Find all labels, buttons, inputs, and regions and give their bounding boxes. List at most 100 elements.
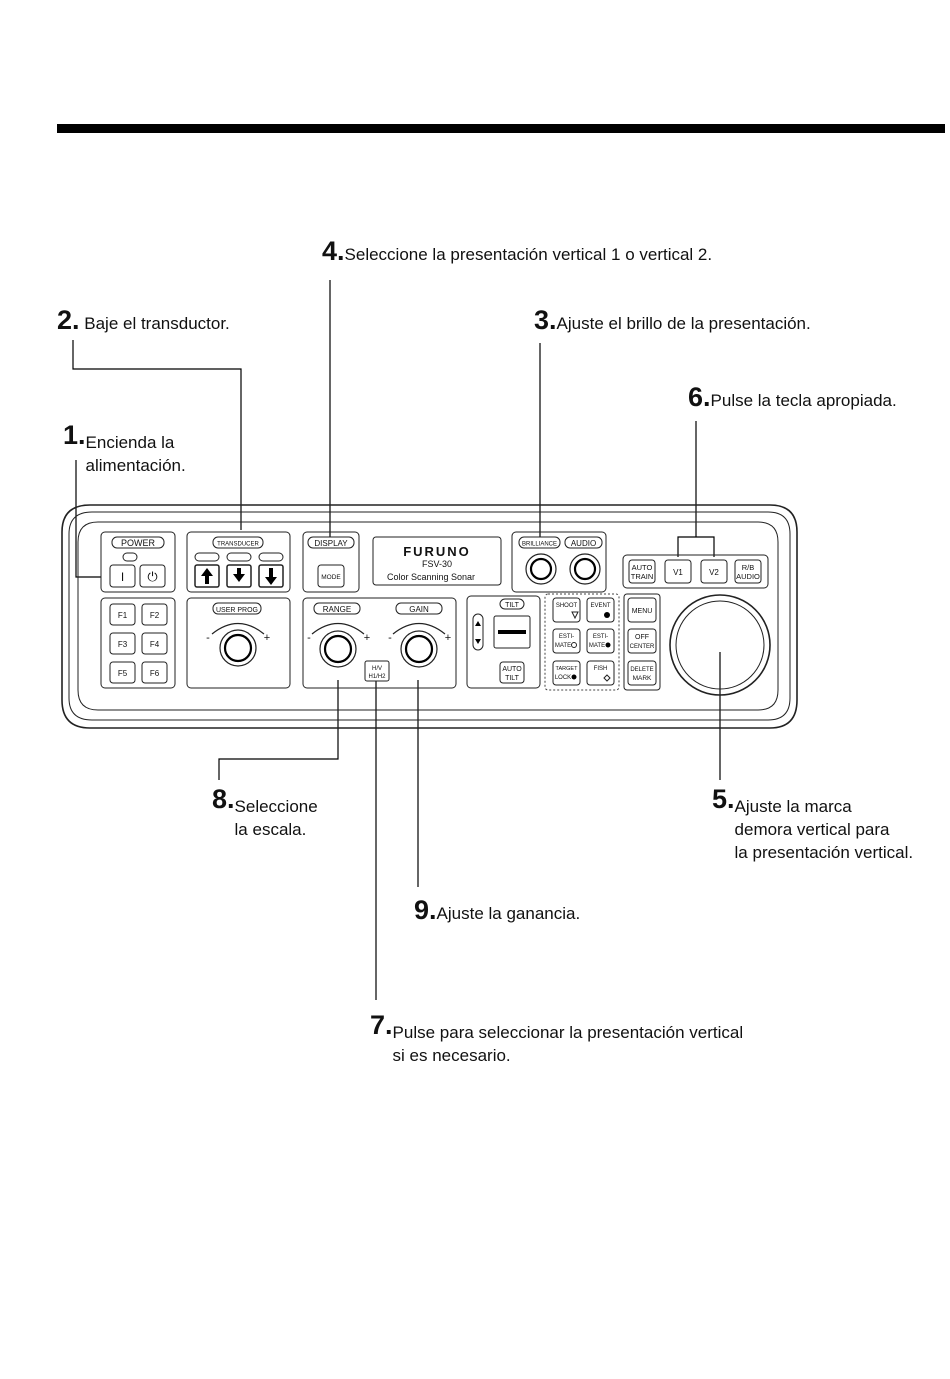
transducer-indicator-up xyxy=(194,552,220,562)
target-lock-button[interactable]: TARGET LOCK xyxy=(552,660,581,686)
v2-button[interactable]: V2 xyxy=(700,559,728,584)
tilt-label: TILT xyxy=(505,602,520,609)
target-label: TARGET xyxy=(556,666,579,672)
callout-number: 4. xyxy=(322,236,345,266)
hv-button[interactable]: H/V H1/H2 xyxy=(364,660,390,682)
callout-number: 9. xyxy=(414,895,437,925)
shoot-label: SHOOT xyxy=(556,603,578,609)
v1-button[interactable]: V1 xyxy=(664,559,692,584)
estimate-2-button[interactable]: ESTI- MATE xyxy=(586,628,615,654)
minus-sign: - xyxy=(307,632,311,644)
event-button[interactable]: EVENT xyxy=(586,597,615,623)
tilt-group: TILT AUTO TILT xyxy=(466,595,541,689)
callout-number: 6. xyxy=(688,382,711,412)
callout-2: 2. Baje el transductor. xyxy=(57,307,230,335)
f1-button[interactable]: F1 xyxy=(109,603,136,626)
dot-icon xyxy=(605,642,611,648)
user-prog-knob[interactable] xyxy=(219,629,257,667)
gain-knob[interactable] xyxy=(400,630,438,668)
f2-label: F2 xyxy=(150,611,160,620)
mode-button[interactable]: MODE xyxy=(317,564,345,588)
power-label: POWER xyxy=(121,538,156,548)
header-rule xyxy=(57,124,945,133)
callout-number: 2. xyxy=(57,305,80,335)
esti-label: ESTI- xyxy=(593,634,608,640)
display-label: DISPLAY xyxy=(314,539,348,548)
center-label: CENTER xyxy=(630,644,655,650)
auto-tilt-button[interactable]: AUTO TILT xyxy=(499,661,525,684)
fish-keys-group: SHOOT EVENT ESTI- MATE ESTI- MATE TARGET… xyxy=(544,593,620,691)
rb-audio-button[interactable]: R/B AUDIO xyxy=(734,559,762,584)
range-knob[interactable] xyxy=(319,630,357,668)
leader-line-6 xyxy=(677,421,715,557)
callout-number: 7. xyxy=(370,1010,393,1040)
callout-text: Ajuste la marca demora vertical para la … xyxy=(734,797,914,862)
callout-6: 6.Pulse la tecla apropiada. xyxy=(688,384,897,412)
menu-keys-group: MENU OFF CENTER DELETE MARK xyxy=(623,593,661,691)
transducer-stop-button[interactable] xyxy=(226,564,252,588)
transducer-group: TRANSDUCER xyxy=(186,531,291,593)
user-prog-scale-arc xyxy=(211,622,265,635)
power-standby-button[interactable]: ⏻ xyxy=(139,564,166,588)
transducer-down-button[interactable] xyxy=(258,564,284,588)
mark-label: MARK xyxy=(633,675,652,682)
f2-button[interactable]: F2 xyxy=(141,603,168,626)
display-group: DISPLAY MODE xyxy=(302,531,360,593)
f3-button[interactable]: F3 xyxy=(109,632,136,655)
leader-line-8 xyxy=(218,680,339,780)
plus-sign: + xyxy=(364,632,370,644)
delete-mark-button[interactable]: DELETE MARK xyxy=(627,660,657,686)
minus-sign: - xyxy=(206,632,210,644)
callout-7: 7.Pulse para seleccionar la presentación… xyxy=(370,1012,743,1067)
auto-tilt-label-2: TILT xyxy=(505,675,520,682)
callout-number: 3. xyxy=(534,305,557,335)
transducer-label: TRANSDUCER xyxy=(217,542,259,548)
f3-label: F3 xyxy=(118,640,128,649)
plus-sign: + xyxy=(264,632,270,644)
shoot-button[interactable]: SHOOT xyxy=(552,597,581,623)
off-center-button[interactable]: OFF CENTER xyxy=(627,628,657,654)
f5-button[interactable]: F5 xyxy=(109,661,136,684)
triangle-icon xyxy=(571,611,579,620)
leader-lines xyxy=(72,280,721,1000)
f4-button[interactable]: F4 xyxy=(141,632,168,655)
f5-label: F5 xyxy=(118,669,128,678)
estimate-1-button[interactable]: ESTI- MATE xyxy=(552,628,581,654)
callout-8: 8.Seleccione la escala. xyxy=(212,786,318,841)
callout-3: 3.Ajuste el brillo de la presentación. xyxy=(534,307,811,335)
brilliance-audio-group: BRILLIANCE AUDIO xyxy=(511,531,607,593)
user-prog-label: USER PROG xyxy=(216,607,258,614)
fish-button[interactable]: FISH xyxy=(586,660,615,686)
power-icon: ⏻ xyxy=(147,570,157,585)
v2-label: V2 xyxy=(709,568,719,577)
train-label: TRAIN xyxy=(631,572,654,581)
trackball[interactable] xyxy=(669,594,771,696)
gain-label: GAIN xyxy=(409,605,429,614)
power-indicator xyxy=(122,552,138,562)
audio-knob[interactable] xyxy=(569,553,601,585)
h1h2-label: H1/H2 xyxy=(368,674,386,680)
callout-text: Baje el transductor. xyxy=(79,314,230,333)
brilliance-label: BRILLIANCE xyxy=(522,542,557,548)
delete-label: DELETE xyxy=(630,667,653,673)
tilt-lever[interactable] xyxy=(493,615,531,649)
brilliance-knob[interactable] xyxy=(525,553,557,585)
callout-4: 4.Seleccione la presentación vertical 1 … xyxy=(322,238,712,266)
product-name: Color Scanning Sonar xyxy=(387,572,475,582)
power-group: POWER I ⏻ xyxy=(100,531,176,593)
menu-button[interactable]: MENU xyxy=(627,597,657,623)
user-prog-group: USER PROG - + xyxy=(186,597,291,689)
callout-number: 8. xyxy=(212,784,235,814)
callout-number: 1. xyxy=(63,420,86,450)
diamond-icon xyxy=(603,674,611,682)
brand-plate: FURUNO FSV-30 Color Scanning Sonar xyxy=(372,536,502,586)
callout-number: 5. xyxy=(712,784,735,814)
auto-train-button[interactable]: AUTO TRAIN xyxy=(628,559,656,584)
rb-audio-label: AUDIO xyxy=(736,572,760,581)
auto-tilt-label-1: AUTO xyxy=(502,666,522,673)
power-on-button[interactable]: I xyxy=(109,564,136,588)
f6-button[interactable]: F6 xyxy=(141,661,168,684)
audio-label: AUDIO xyxy=(571,539,596,548)
transducer-up-button[interactable] xyxy=(194,564,220,588)
minus-sign: - xyxy=(388,632,392,644)
